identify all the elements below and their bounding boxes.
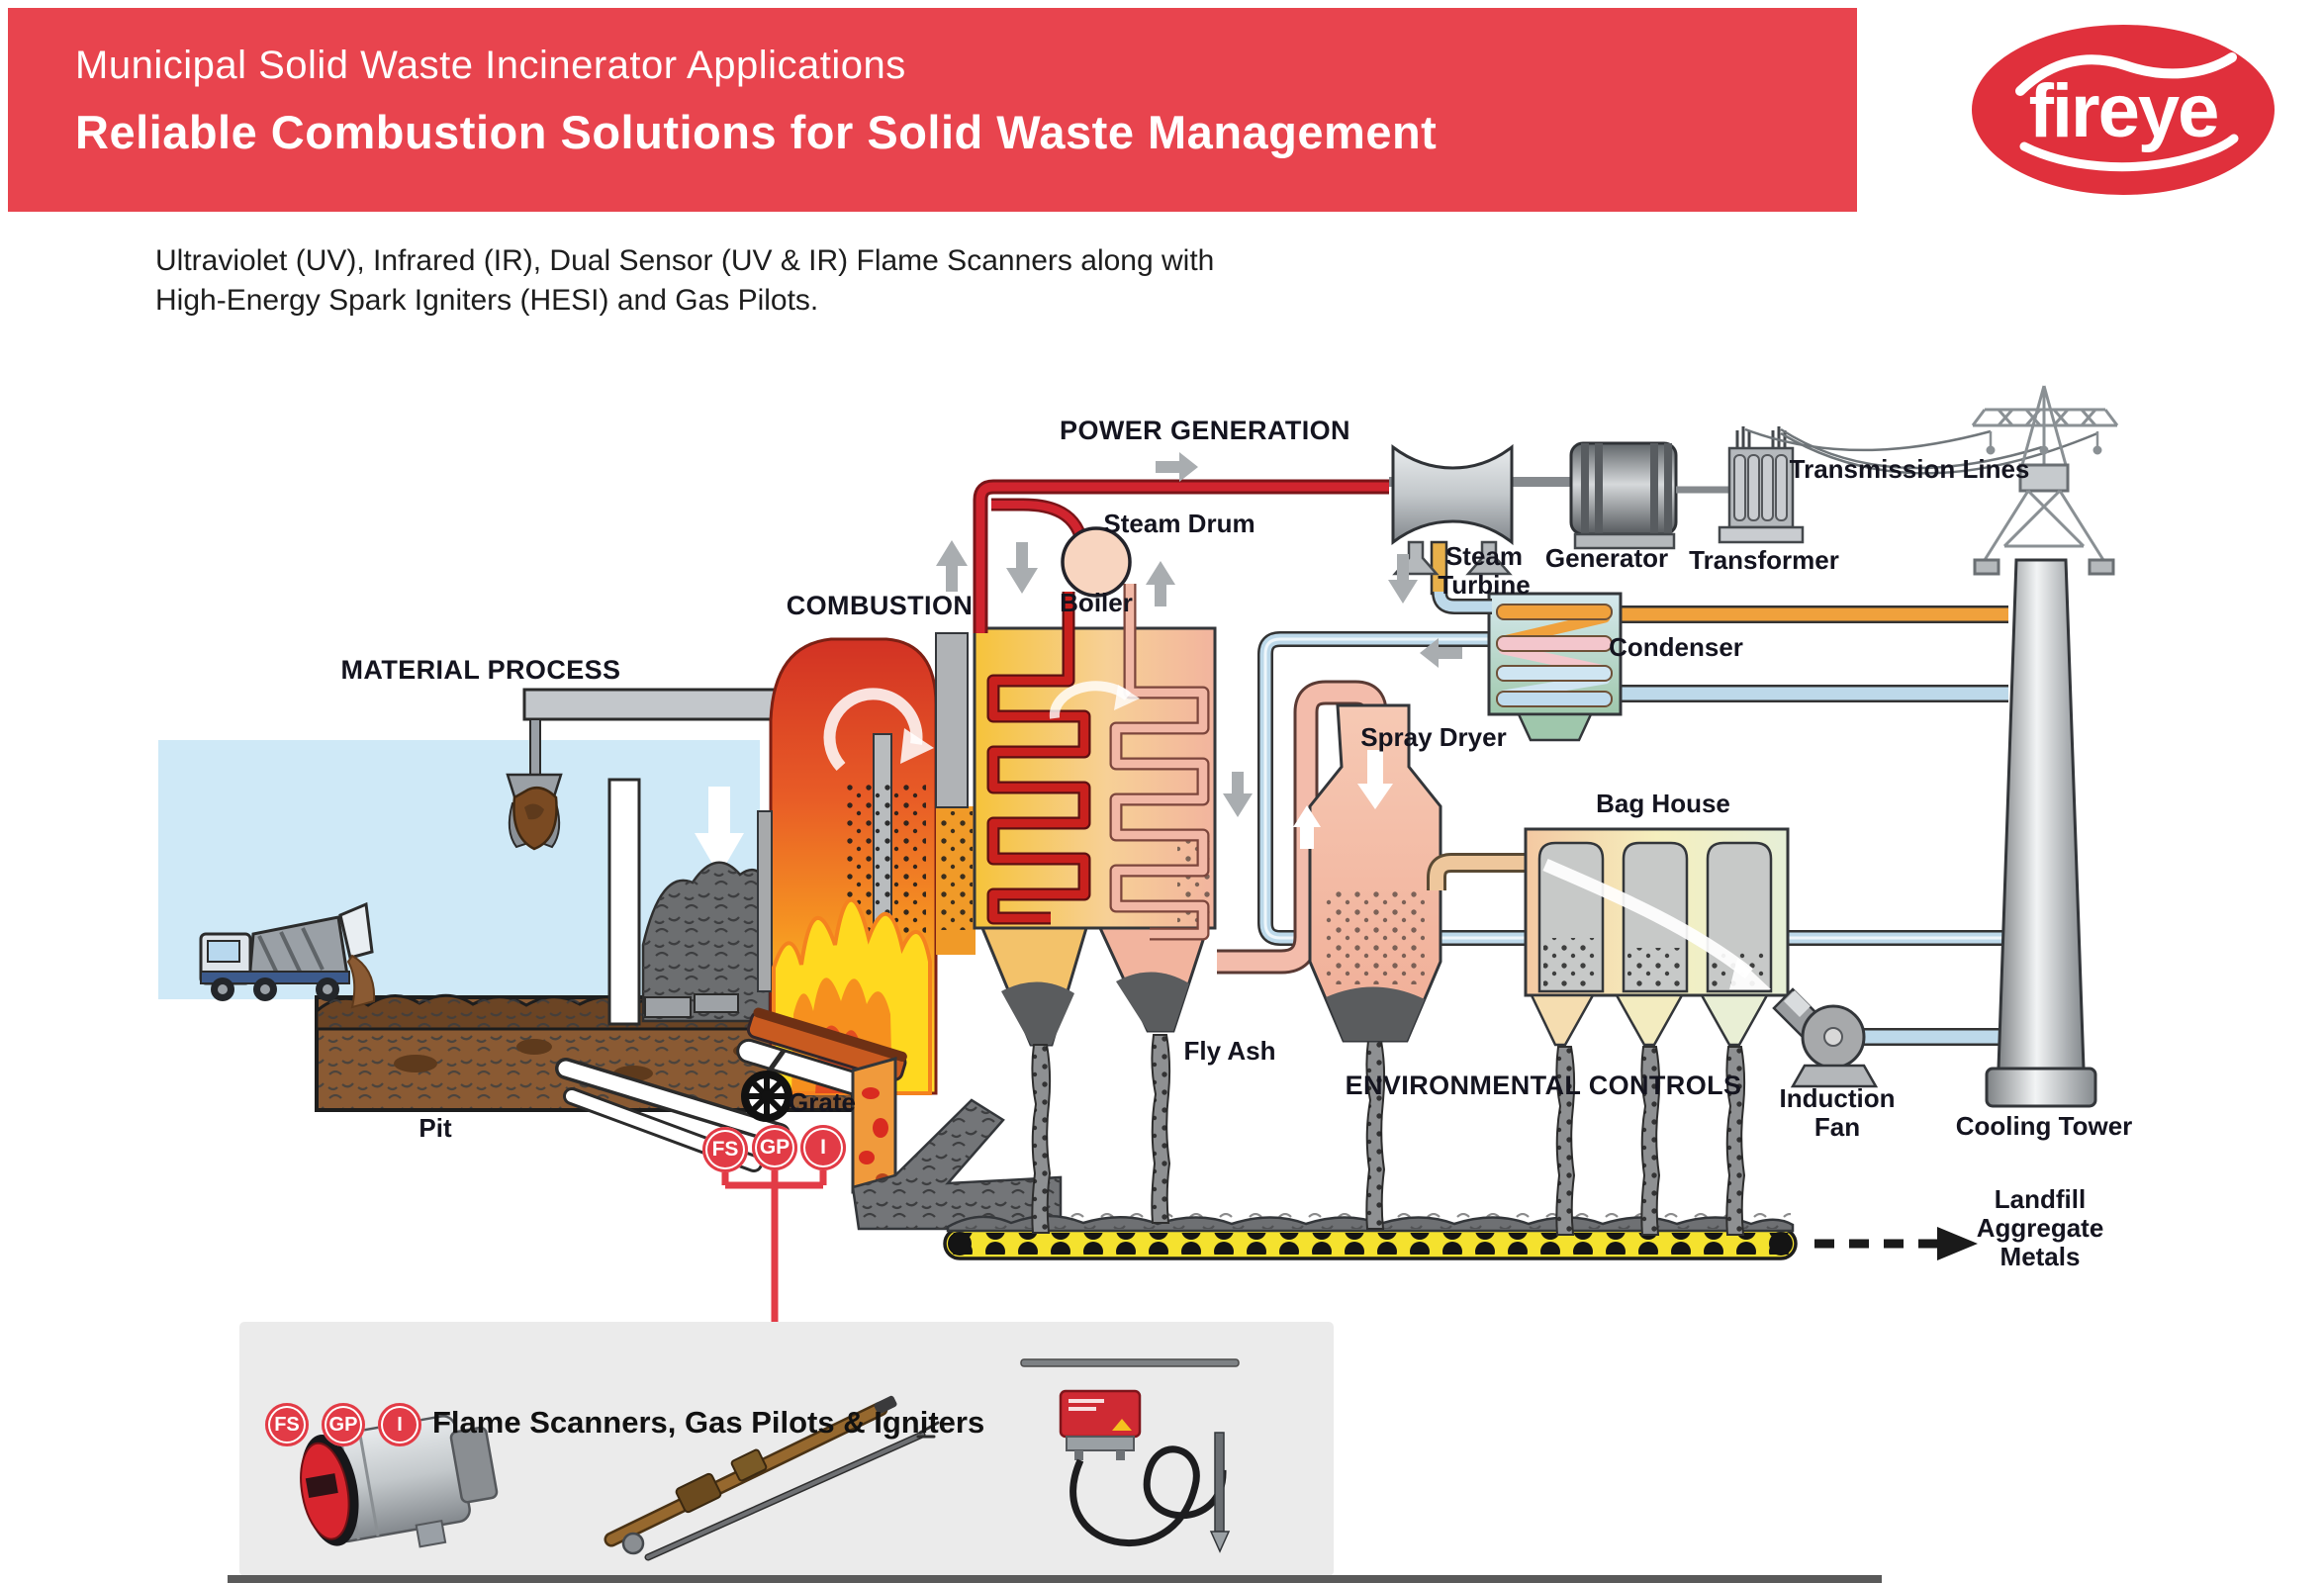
panel-gp-badge: GP xyxy=(322,1403,365,1446)
garbage-truck-icon xyxy=(199,901,376,1009)
badge-fs-text: FS xyxy=(711,1138,739,1161)
label-combustion: COMBUSTION xyxy=(786,591,974,620)
generator-icon xyxy=(1569,441,1731,550)
caption-line1: Ultraviolet (UV), Infrared (IR), Dual Se… xyxy=(155,244,1215,277)
label-cooling-tower: Cooling Tower xyxy=(1955,1111,2133,1141)
label-pit: Pit xyxy=(418,1113,452,1143)
flame-scanner-product-icon xyxy=(300,1415,499,1548)
turbine-exhaust-pipe xyxy=(1430,540,1492,614)
bag-house-icon xyxy=(1524,827,1790,1047)
flame-scanner-badge: FS xyxy=(702,1127,748,1172)
label-bag-house: Bag House xyxy=(1596,789,1730,818)
transmission-tower-icon xyxy=(1971,385,2119,576)
header-banner: Municipal Solid Waste Incinerator Applic… xyxy=(8,8,1857,212)
panel-i-badge: I xyxy=(378,1403,421,1446)
steam-pipe-red xyxy=(973,479,1389,925)
label-spray-dryer: Spray Dryer xyxy=(1360,722,1507,752)
circulation-arrow-icon xyxy=(823,688,923,772)
header-subtitle: Municipal Solid Waste Incinerator Applic… xyxy=(75,44,906,87)
caption-line2: High-Energy Spark Igniters (HESI) and Ga… xyxy=(155,284,819,317)
condensate-pipe xyxy=(1257,631,2002,946)
label-transformer: Transformer xyxy=(1689,545,1839,575)
economizer-coil xyxy=(1109,584,1210,941)
dryer-baghouse-pipe xyxy=(1427,853,1532,890)
fireye-logo: fireye xyxy=(1972,25,2275,195)
label-material-process: MATERIAL PROCESS xyxy=(340,655,621,685)
logo-text: fireye xyxy=(2029,69,2218,153)
transformer-icon xyxy=(1718,426,1805,544)
scanner-callout-bracket xyxy=(721,1169,827,1324)
label-power-generation: POWER GENERATION xyxy=(1060,416,1350,445)
down-arrow-icon xyxy=(695,787,744,876)
ash-stream xyxy=(1151,1034,1171,1224)
ash-stream xyxy=(1031,1044,1052,1234)
flue-gas-pipe xyxy=(1217,680,1388,975)
induction-fan-icon xyxy=(1772,987,1879,1088)
badge-i-text: I xyxy=(397,1413,403,1436)
label-steam-turbine: Steam Turbine xyxy=(1438,541,1531,601)
ash-stream xyxy=(1365,1040,1386,1230)
tower-pipes xyxy=(1613,605,2008,1046)
product-panel xyxy=(239,1322,1334,1576)
flow-arrows xyxy=(936,452,1462,817)
waste-pile-icon xyxy=(641,861,772,1023)
igniter-badge: I xyxy=(800,1125,846,1170)
landfill-arrow-icon xyxy=(1814,1227,1978,1260)
badge-gp-text: GP xyxy=(759,1136,790,1159)
bottom-ash-chute xyxy=(851,1098,1063,1231)
gas-pilot-badge: GP xyxy=(752,1125,797,1170)
chute-wall xyxy=(607,778,641,1026)
panel-heading: Flame Scanners, Gas Pilots & Igniters xyxy=(432,1405,985,1440)
transmission-wires xyxy=(1744,427,2098,475)
label-induction-fan: Induction Fan xyxy=(1779,1083,1896,1143)
panel-fs-badge: FS xyxy=(265,1403,309,1446)
spray-dryer-icon xyxy=(1293,703,1442,1043)
badge-fs-text: FS xyxy=(274,1413,300,1436)
label-condenser: Condenser xyxy=(1609,632,1743,662)
label-landfill: Landfill Aggregate Metals xyxy=(1976,1184,2104,1272)
badge-i-text: I xyxy=(820,1136,826,1159)
material-process-area xyxy=(158,688,855,1172)
grate-icon xyxy=(736,1007,907,1194)
gas-pilot-product-icon xyxy=(604,1395,940,1561)
label-boiler: Boiler xyxy=(1060,588,1133,617)
condenser-icon xyxy=(1487,592,1623,742)
header-title: Reliable Combustion Solutions for Solid … xyxy=(75,106,1438,158)
label-steam-drum: Steam Drum xyxy=(1103,509,1255,538)
label-fly-ash: Fly Ash xyxy=(1183,1036,1276,1066)
label-environmental-controls: ENVIRONMENTAL CONTROLS xyxy=(1345,1071,1742,1100)
label-generator: Generator xyxy=(1544,543,1669,573)
steam-drum-icon xyxy=(1061,526,1132,598)
cooling-tower-icon xyxy=(1985,558,2097,1108)
label-transmission-lines: Transmission Lines xyxy=(1789,454,2030,484)
badge-gp-text: GP xyxy=(328,1413,358,1436)
igniter-product-icon xyxy=(1020,1358,1240,1553)
caption: Ultraviolet (UV), Infrared (IR), Dual Se… xyxy=(155,241,1214,321)
label-grate: Grate xyxy=(789,1087,856,1117)
page-edge xyxy=(228,1575,1882,1583)
